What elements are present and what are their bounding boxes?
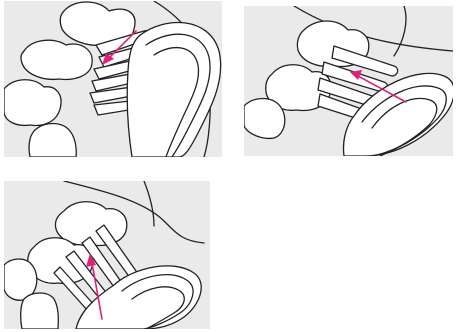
panel-outer-molars — [4, 1, 222, 157]
panel-chewing-surfaces — [4, 181, 210, 329]
panel-inner-molars — [244, 6, 453, 156]
